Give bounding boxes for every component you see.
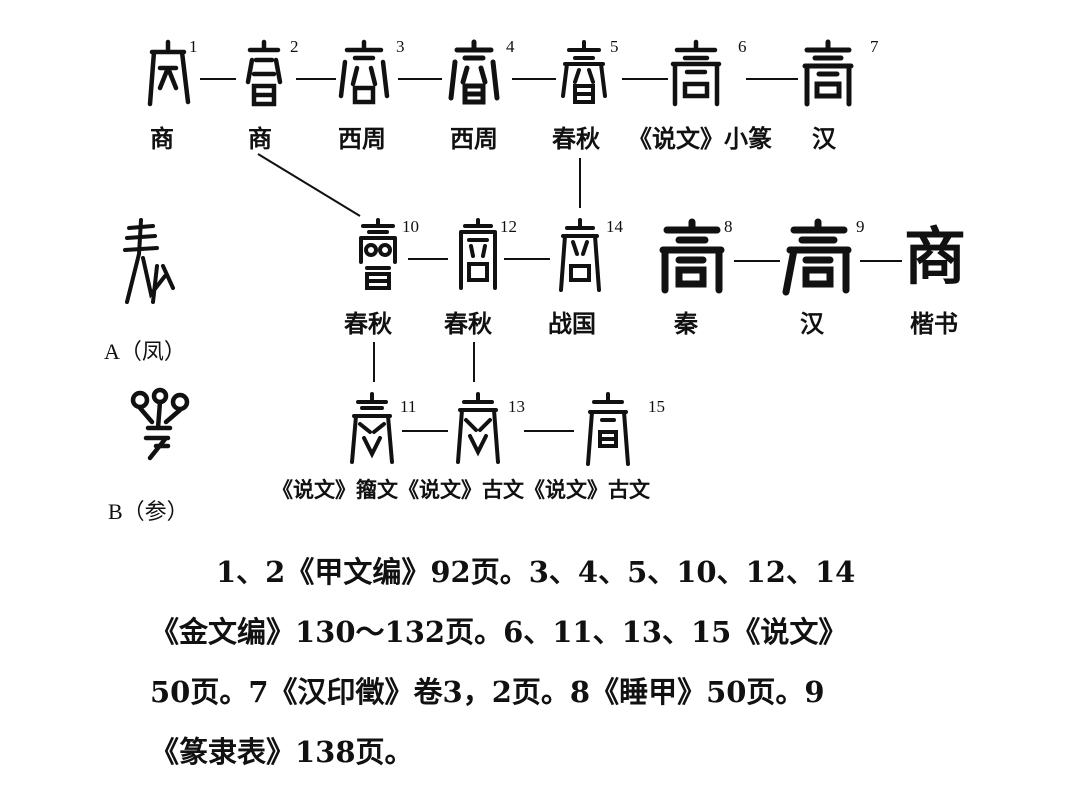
period-label: 秦 [674,310,698,338]
glyph-11 [344,392,400,468]
period-label: 西周 [338,125,386,153]
connector-dash [860,260,902,262]
glyph-feng [108,214,188,310]
period-label: 楷书 [910,310,958,338]
period-label: 春秋 [552,125,600,153]
glyph-13 [450,392,506,468]
glyph-6 [668,38,724,108]
glyph-5 [556,38,612,108]
glyph-number: 9 [856,217,865,236]
glyph-14 [552,218,608,294]
glyph-7 [800,38,856,108]
period-label: 商 [248,125,272,153]
period-label: 汉 [800,310,824,338]
glyph-can [124,386,196,466]
glyph-number: 12 [500,217,517,236]
period-label: 汉 [812,125,836,153]
connector-dash [746,78,798,80]
glyph-number: 14 [606,217,623,236]
period-label: 春秋 [444,310,492,338]
connector-dash [200,78,236,80]
period-label: 战国 [548,310,596,338]
glyph-15 [580,392,636,468]
side-label-a: A（凤） [104,339,186,364]
glyph-3 [336,38,392,108]
glyph-number: 3 [396,37,405,56]
glyph-number: 5 [610,37,619,56]
glyph-number: 4 [506,37,515,56]
period-label: 《说文》小篆 [628,125,772,153]
period-label: 西周 [450,125,498,153]
glyph-number: 2 [290,37,299,56]
glyph-10 [350,218,406,294]
glyph-number: 6 [738,37,747,56]
reference-line-4: 《篆隶表》138页。 [150,735,414,769]
connector-dash [398,78,442,80]
reference-line-3: 50页。7《汉印徵》卷3，2页。8《睡甲》50页。9 [150,675,825,709]
glyph-number: 11 [400,397,417,416]
connector-dash [512,78,556,80]
glyph-9 [782,216,854,296]
period-label: 商 [150,125,174,153]
source-label: 《说文》籀文《说文》古文《说文》古文 [272,478,650,502]
side-label-b: B（参） [108,499,189,524]
connector-dash [408,258,448,260]
period-label: 春秋 [344,310,392,338]
glyph-4 [446,38,502,108]
connector-dash [402,430,448,432]
glyph-number: 10 [402,217,419,236]
connector-dash [734,260,780,262]
glyph-number: 7 [870,37,879,56]
connector-dash [524,430,574,432]
glyph-number: 13 [508,397,525,416]
glyph-12 [450,218,506,294]
connector-dash [622,78,668,80]
modern-character: 商 [904,220,967,293]
glyph-1 [140,38,196,108]
reference-line-2: 《金文编》130～132页。6、11、13、15《说文》 [150,615,848,649]
glyph-number: 15 [648,397,665,416]
connector-dash [504,258,550,260]
glyph-number: 8 [724,217,733,236]
glyph-8 [656,216,728,296]
glyph-number: 1 [189,37,198,56]
connector-dash [296,78,336,80]
reference-line-1: 1、2《甲文编》92页。3、4、5、10、12、14 [216,555,856,589]
glyph-2 [236,38,292,108]
